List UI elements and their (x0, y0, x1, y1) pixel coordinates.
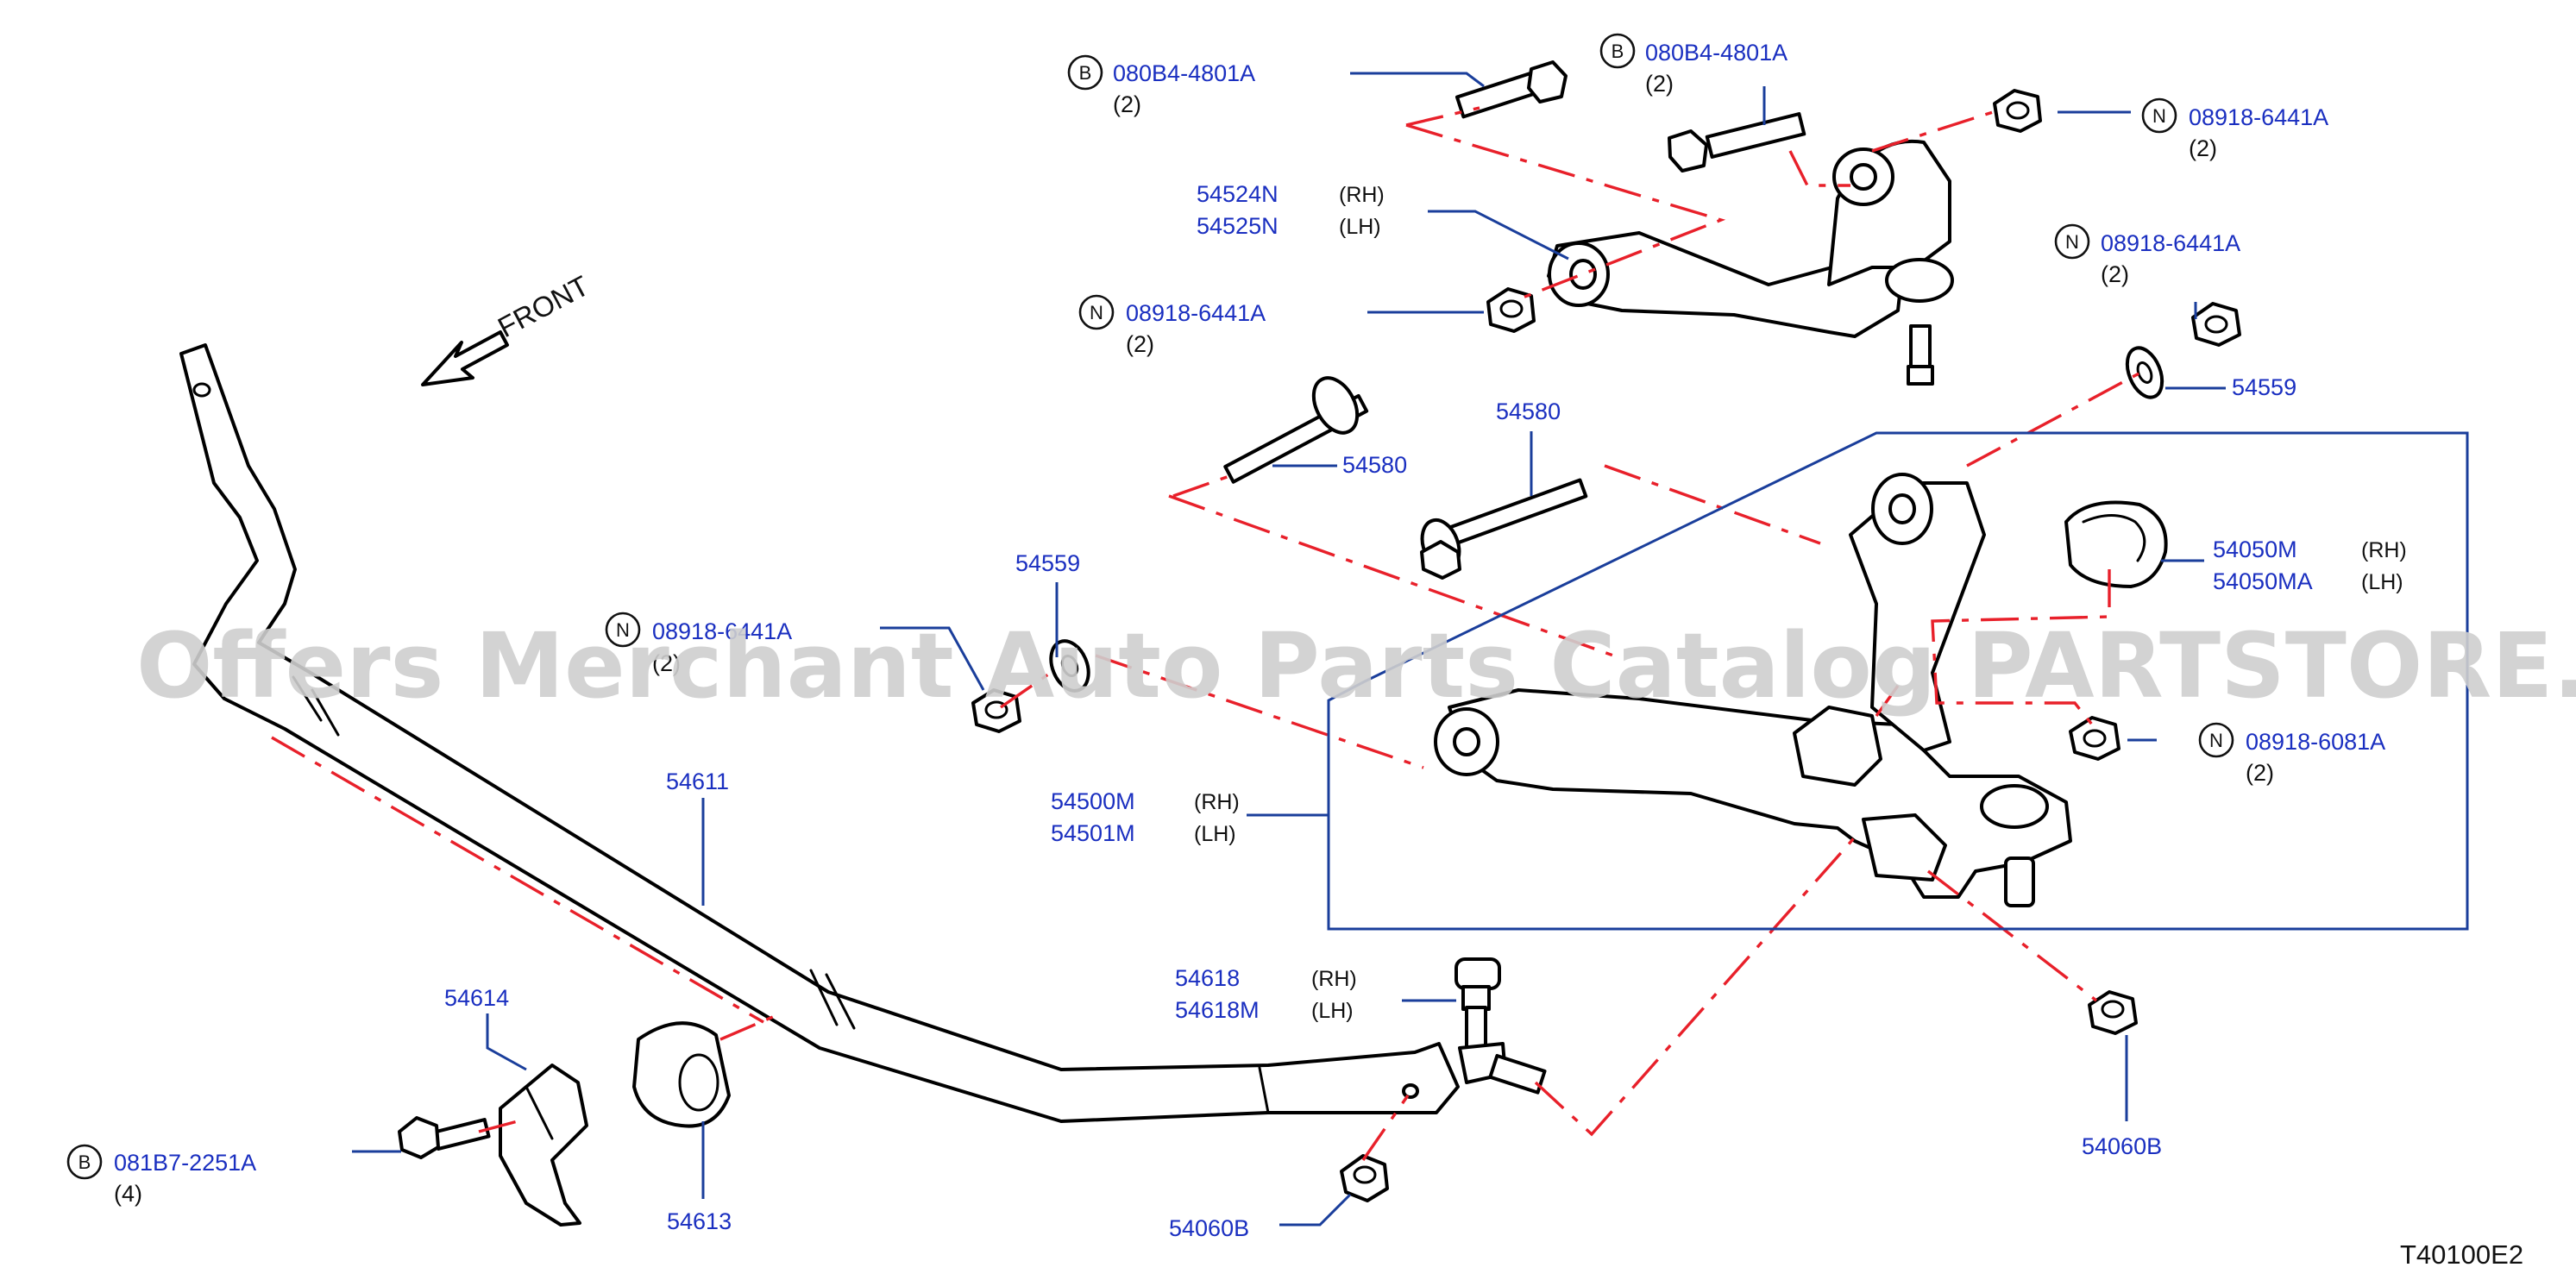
svg-text:54618: 54618 (1175, 965, 1240, 991)
svg-text:081B7-2251A: 081B7-2251A (114, 1150, 256, 1176)
callout-081b7-2251a[interactable]: B 081B7-2251A (4) (66, 1144, 256, 1207)
svg-text:(RH): (RH) (2361, 538, 2407, 562)
svg-text:080B4-4801A: 080B4-4801A (1645, 40, 1787, 66)
svg-text:(LH): (LH) (1194, 822, 1236, 846)
nut-08918-6441a-right[interactable] (2191, 302, 2241, 347)
svg-text:(LH): (LH) (1339, 215, 1381, 239)
callout-54618-54618m[interactable]: 54618 (RH) 54618M (LH) (1175, 965, 1357, 1023)
svg-text:(RH): (RH) (1194, 790, 1240, 814)
nut-08918-6441a-upper-right[interactable] (1993, 89, 2042, 133)
svg-text:(4): (4) (114, 1181, 142, 1207)
svg-text:N: N (2152, 105, 2166, 127)
svg-text:N: N (2209, 730, 2223, 751)
callout-54559-left[interactable]: 54559 (1015, 550, 1080, 576)
svg-text:08918-6441A: 08918-6441A (1126, 300, 1266, 326)
svg-text:(LH): (LH) (2361, 570, 2403, 594)
svg-text:(RH): (RH) (1339, 183, 1385, 207)
front-label: FRONT (493, 269, 594, 343)
bolt-54580-b[interactable] (1416, 478, 1588, 580)
lower-arm-54500m[interactable] (1434, 473, 2072, 907)
callout-08918-6441a-left[interactable]: N 08918-6441A (2) (605, 612, 792, 676)
centerlines (271, 106, 2145, 1161)
callout-54524n-54525n[interactable]: 54524N (RH) 54525N (LH) (1197, 181, 1385, 239)
bolt-080b4-4801a-a[interactable] (1454, 60, 1568, 119)
nut-54060b-left[interactable] (1340, 1154, 1389, 1202)
nut-54060b-right[interactable] (2088, 990, 2138, 1035)
svg-text:54524N: 54524N (1197, 181, 1279, 207)
callout-54614[interactable]: 54614 (444, 985, 509, 1011)
svg-text:(2): (2) (2101, 261, 2129, 287)
callout-08918-6441a-right[interactable]: N 08918-6441A (2) (2054, 223, 2240, 287)
svg-text:(2): (2) (652, 650, 681, 676)
svg-text:(2): (2) (2189, 135, 2217, 161)
svg-text:54611: 54611 (666, 769, 729, 794)
callout-08918-6441a-upper-left[interactable]: N 08918-6441A (2) (1078, 294, 1266, 357)
nut-08918-6441a-left[interactable] (971, 688, 1021, 733)
svg-text:54060B: 54060B (1169, 1215, 1249, 1241)
callout-080b4-4801a-a[interactable]: B 080B4-4801A (2) (1067, 54, 1255, 117)
callout-08918-6441a-upper-right[interactable]: N 08918-6441A (2) (2141, 97, 2328, 161)
svg-text:N: N (2065, 231, 2079, 253)
svg-text:54559: 54559 (2232, 374, 2296, 400)
callout-54559-right[interactable]: 54559 (2232, 374, 2296, 400)
svg-text:(RH): (RH) (1311, 967, 1357, 991)
svg-text:54050M: 54050M (2213, 536, 2297, 562)
watermark: Offers Merchant Auto Parts Catalog PARTS… (136, 613, 2576, 718)
callout-54050m-54050ma[interactable]: 54050M (RH) 54050MA (LH) (2213, 536, 2407, 594)
callout-08918-6081a[interactable]: N 08918-6081A (2) (2198, 722, 2385, 786)
front-arrow: FRONT (421, 269, 594, 386)
upper-arm-54524n[interactable] (1547, 139, 1954, 386)
callout-54060b-left[interactable]: 54060B (1169, 1215, 1249, 1241)
svg-text:N: N (1090, 302, 1103, 323)
svg-text:54060B: 54060B (2082, 1133, 2162, 1159)
callout-54580-a[interactable]: 54580 (1342, 452, 1407, 478)
bump-stopper-54050m[interactable] (2064, 500, 2168, 588)
bolt-081b7-2251a[interactable] (398, 1116, 491, 1159)
diagram-code: T40100E2 (2400, 1239, 2523, 1270)
svg-text:54525N: 54525N (1197, 213, 1279, 239)
callout-54613[interactable]: 54613 (667, 1208, 732, 1234)
svg-text:08918-6441A: 08918-6441A (652, 618, 792, 644)
callout-54611[interactable]: 54611 (666, 769, 729, 794)
svg-text:54580: 54580 (1496, 398, 1561, 424)
svg-text:08918-6441A: 08918-6441A (2101, 230, 2240, 256)
svg-text:B: B (1079, 62, 1092, 84)
svg-text:B: B (79, 1151, 91, 1173)
nut-08918-6441a-upper-left[interactable] (1486, 287, 1536, 333)
svg-text:54613: 54613 (667, 1208, 732, 1234)
svg-text:54614: 54614 (444, 985, 509, 1011)
leader-lines (352, 72, 2469, 1227)
callout-54500m-54501m[interactable]: 54500M (RH) 54501M (LH) (1051, 788, 1240, 846)
washer-54559-right[interactable] (2120, 342, 2169, 402)
stabilizer-link-54618[interactable] (1454, 957, 1547, 1095)
svg-text:54050MA: 54050MA (2213, 568, 2313, 594)
svg-text:(LH): (LH) (1311, 999, 1354, 1023)
callout-54060b-right[interactable]: 54060B (2082, 1133, 2162, 1159)
svg-text:54500M: 54500M (1051, 788, 1135, 814)
callout-080b4-4801a-b[interactable]: B 080B4-4801A (2) (1599, 33, 1787, 97)
svg-text:08918-6441A: 08918-6441A (2189, 104, 2328, 130)
svg-text:(2): (2) (1113, 91, 1141, 117)
washer-54559-left[interactable] (1044, 636, 1096, 697)
svg-text:54559: 54559 (1015, 550, 1080, 576)
svg-text:080B4-4801A: 080B4-4801A (1113, 60, 1255, 86)
svg-text:54501M: 54501M (1051, 820, 1135, 846)
svg-text:(2): (2) (2246, 760, 2274, 786)
svg-text:(2): (2) (1126, 331, 1154, 357)
callout-54580-b[interactable]: 54580 (1496, 398, 1561, 424)
bolt-54580-a[interactable] (1223, 371, 1369, 484)
svg-text:08918-6081A: 08918-6081A (2246, 729, 2385, 755)
svg-text:54618M: 54618M (1175, 997, 1260, 1023)
stabilizer-bar-54611[interactable] (179, 343, 1460, 1123)
bushing-54613[interactable] (632, 1021, 731, 1128)
svg-text:(2): (2) (1645, 71, 1674, 97)
bracket-54614[interactable] (499, 1064, 588, 1227)
bolt-080b4-4801a-b[interactable] (1668, 112, 1806, 173)
svg-text:N: N (616, 619, 630, 641)
nut-08918-6081a[interactable] (2069, 716, 2120, 761)
lower-arm-group-box (1327, 431, 2469, 931)
svg-text:B: B (1612, 41, 1624, 62)
svg-text:54580: 54580 (1342, 452, 1407, 478)
